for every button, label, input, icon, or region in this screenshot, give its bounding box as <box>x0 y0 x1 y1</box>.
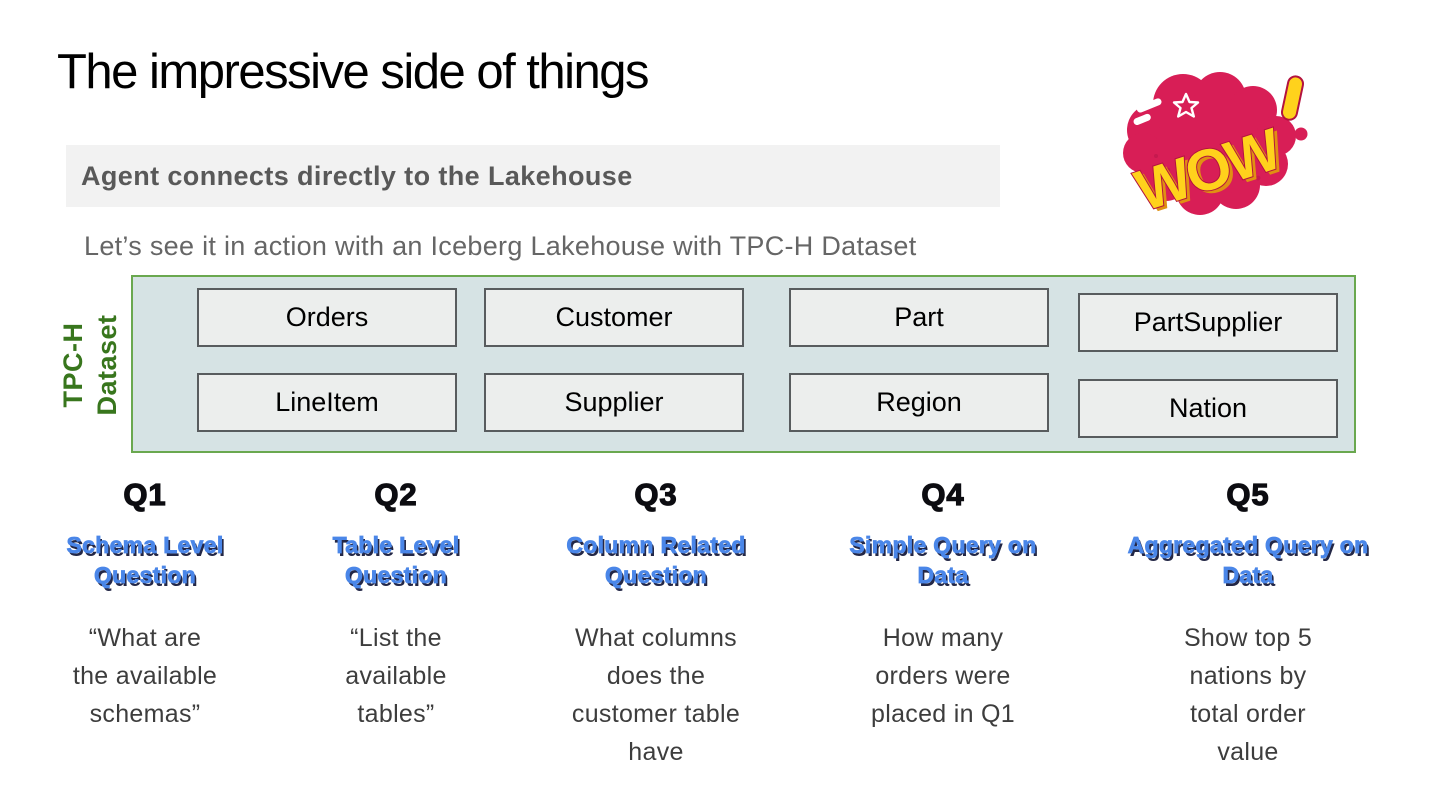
q1-topic: Schema Level Question <box>66 532 224 589</box>
table-orders: Orders <box>197 288 457 347</box>
table-supplier: Supplier <box>484 373 744 432</box>
q2-text: “List the available tables” <box>345 624 447 728</box>
table-customer: Customer <box>484 288 744 347</box>
star-icon <box>1172 92 1200 118</box>
q1-label: Q1 <box>123 476 167 512</box>
cloud-texture-dots <box>1154 151 1267 183</box>
q3-topic: Column Related Question <box>566 532 746 589</box>
table-region: Region <box>789 373 1049 432</box>
q5-label: Q5 <box>1226 476 1270 512</box>
q4-text: How many orders were placed in Q1 <box>871 624 1015 728</box>
q5-topic: Aggregated Query on Data <box>1127 532 1369 589</box>
q4-label: Q4 <box>921 476 965 512</box>
dataset-label-line2: Dataset <box>92 314 122 416</box>
page-title: The impressive side of things <box>57 45 650 99</box>
subtitle: Let’s see it in action with an Iceberg L… <box>84 231 917 261</box>
table-part: Part <box>789 288 1049 347</box>
table-lineitem: LineItem <box>197 373 457 432</box>
q2-topic: Table Level Question <box>332 532 460 589</box>
exclamation-mark-icon <box>1280 75 1308 141</box>
dataset-label-line1: TPC-H <box>58 322 88 408</box>
question-column-q4: Q4 Simple Query on Data How many orders … <box>818 476 1068 797</box>
banner-text: Agent connects directly to the Lakehouse <box>81 160 633 191</box>
table-nation: Nation <box>1078 379 1338 438</box>
wow-cloud <box>1123 72 1296 215</box>
q5-text: Show top 5 nations by total order value <box>1183 624 1313 766</box>
q1-text: “What are the available schemas” <box>72 624 218 728</box>
speed-lines-icon <box>1133 98 1162 126</box>
q2-label: Q2 <box>374 476 418 512</box>
question-column-q3: Q3 Column Related Question What columns … <box>531 476 781 797</box>
table-partsupplier: PartSupplier <box>1078 293 1338 352</box>
question-column-q2: Q2 Table Level Question “List the availa… <box>281 476 511 797</box>
dataset-label: TPC-H Dataset <box>55 295 125 435</box>
question-column-q1: Q1 Schema Level Question “What are the a… <box>30 476 260 797</box>
q4-topic: Simple Query on Data <box>849 532 1037 589</box>
question-column-q5: Q5 Aggregated Query on Data Show top 5 n… <box>1113 476 1383 797</box>
q3-label: Q3 <box>634 476 678 512</box>
banner: Agent connects directly to the Lakehouse <box>66 145 1000 207</box>
wow-sticker: WOW WOW <box>1123 72 1308 218</box>
q3-text: What columns does the customer table hav… <box>571 624 741 766</box>
